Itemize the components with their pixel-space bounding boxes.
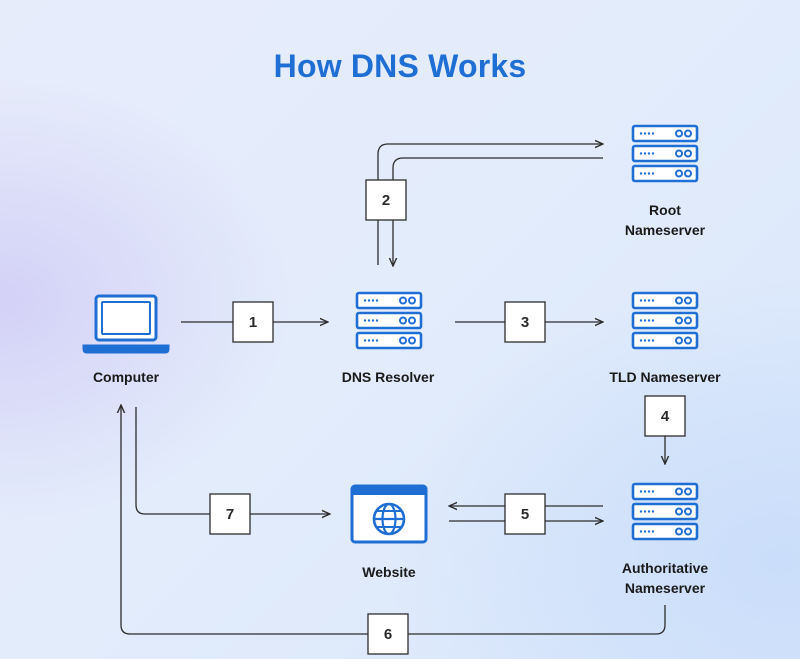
step-number-6: 6 [384,626,392,643]
arrow-step-7 [135,407,330,514]
node-label-computer: Computer [92,369,160,385]
arrow-step-2-back [393,157,603,266]
step-number-5: 5 [521,506,529,523]
step-box-7: 7 [209,493,251,535]
server-rack-icon-authoritative [633,484,697,539]
page-title: How DNS Works [273,48,527,84]
node-label-root-nameserver: Root Nameserver [595,200,735,240]
step-number-2: 2 [382,192,390,209]
laptop-icon [82,294,170,354]
step-number-3: 3 [521,314,529,331]
step-boxes: 1 2 3 4 5 6 7 [209,179,686,655]
node-label-root-line2: Nameserver [624,222,706,238]
step-number-4: 4 [661,408,670,425]
step-box-5: 5 [504,493,546,535]
node-label-dns-resolver: DNS Resolver [341,369,435,385]
node-label-root-line1: Root [649,202,681,218]
node-label-authoritative-line2: Nameserver [624,580,706,596]
browser-globe-icon [350,484,428,544]
node-label-tld-nameserver: TLD Nameserver [609,369,721,385]
server-rack-icon-tld [633,293,697,348]
node-label-authoritative-nameserver: Authoritative Nameserver [590,558,740,598]
step-box-4: 4 [644,395,686,437]
step-box-6: 6 [367,613,409,655]
step-box-1: 1 [232,301,274,343]
step-box-2: 2 [365,179,407,221]
step-number-1: 1 [249,314,257,331]
server-rack-icon-resolver [357,293,421,348]
node-label-authoritative-line1: Authoritative [621,560,709,576]
step-box-3: 3 [504,301,546,343]
arrow-step-2-out [377,144,603,265]
step-number-7: 7 [226,506,234,523]
node-label-website: Website [362,564,416,580]
server-rack-icon-root [633,126,697,181]
connectors [121,144,665,635]
